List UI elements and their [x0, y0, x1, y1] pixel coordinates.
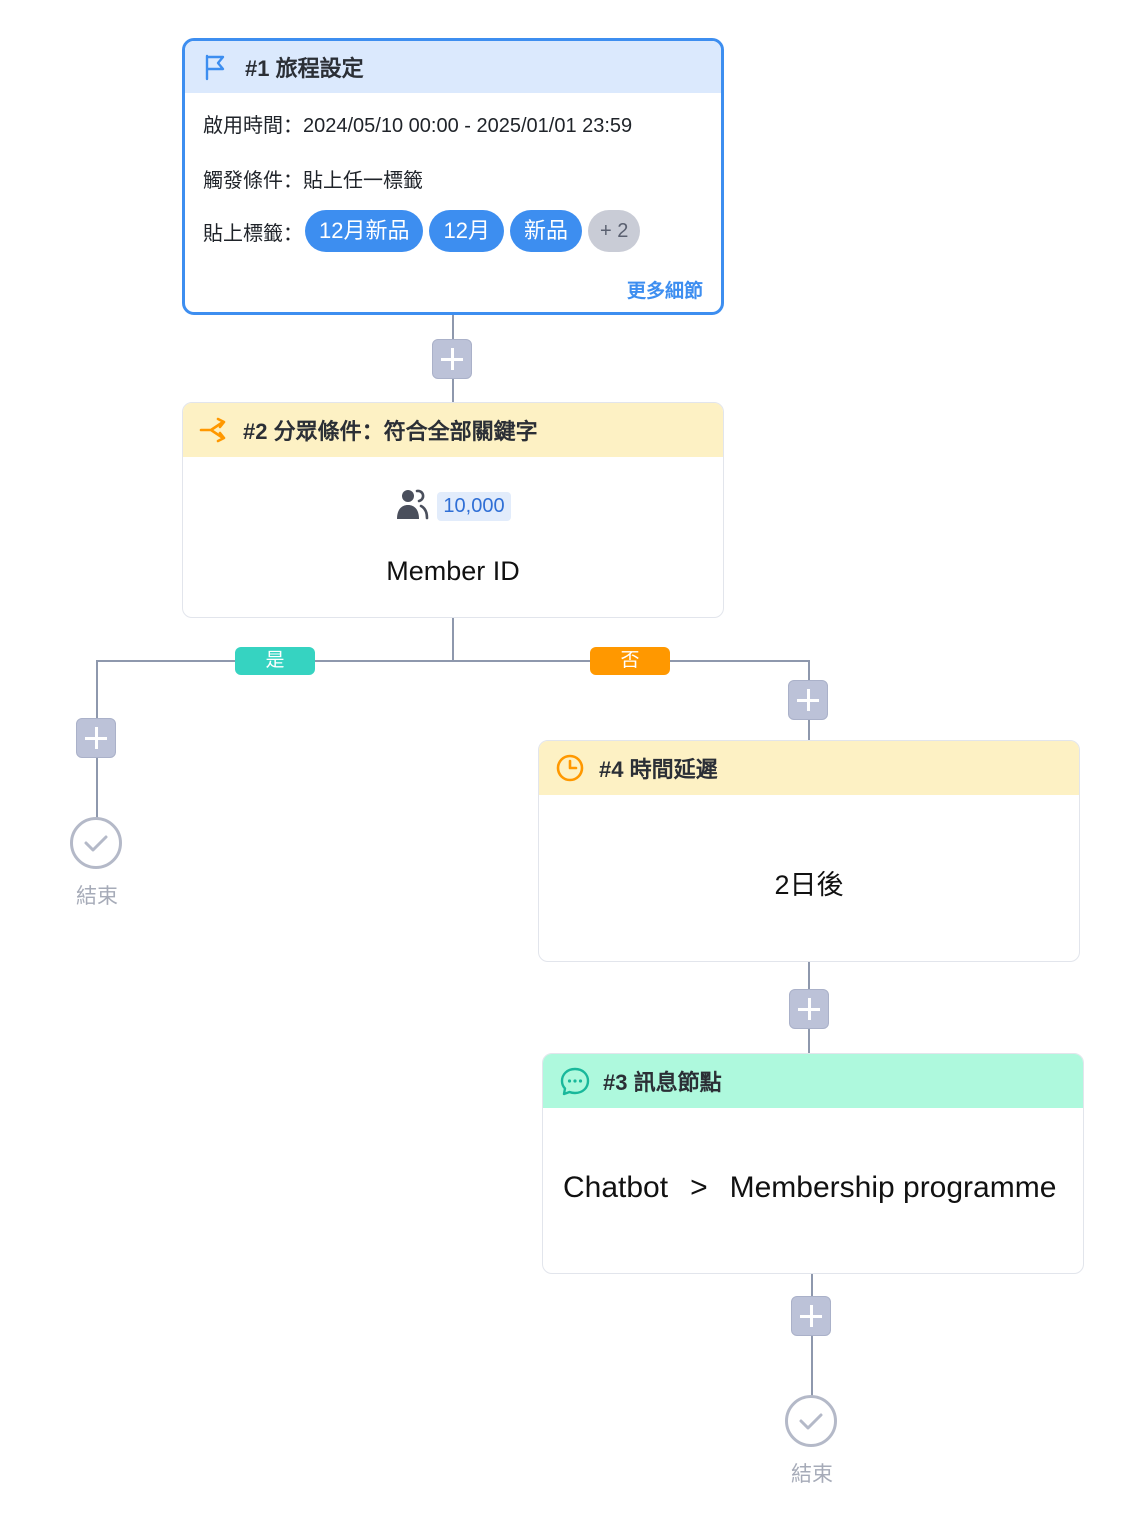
chat-bubble-icon [559, 1066, 590, 1096]
message-target: Membership programme [729, 1171, 1057, 1204]
add-node-button[interactable] [789, 989, 829, 1029]
card-header: #1 旅程設定 [185, 41, 721, 93]
journey-settings-card[interactable]: #1 旅程設定 啟用時間：2024/05/10 00:00 - 2025/01/… [182, 38, 724, 315]
time-delay-card[interactable]: #4 時間延遲 2日後 [538, 740, 1080, 962]
add-node-button[interactable] [432, 339, 472, 379]
audience-count: 10,000 [183, 487, 723, 526]
tag-chip[interactable]: 12月 [429, 210, 504, 252]
card-title: #4 時間延遲 [599, 757, 718, 782]
card-header: #4 時間延遲 [539, 741, 1079, 795]
add-node-button[interactable] [791, 1296, 831, 1336]
trigger-condition: 觸發條件：貼上任一標籤 [203, 170, 423, 192]
condition-field: Member ID [386, 556, 520, 586]
card-header: #2 分眾條件：符合全部關鍵字 [183, 403, 723, 457]
check-circle-icon [785, 1395, 837, 1447]
end-label: 結束 [791, 1463, 833, 1486]
tag-chip[interactable]: 12月新品 [305, 210, 424, 252]
check-circle-icon [70, 817, 122, 869]
connector [811, 1274, 813, 1398]
message-source: Chatbot [563, 1171, 669, 1204]
more-details-link[interactable]: 更多細節 [626, 281, 703, 302]
message-path: Chatbot > Membership programme [563, 1171, 1056, 1205]
card-title: #1 旅程設定 [245, 56, 364, 81]
connector [452, 618, 454, 662]
count-badge: 10,000 [437, 492, 511, 521]
tag-chip[interactable]: 新品 [509, 210, 582, 252]
connector [96, 660, 809, 662]
message-node-card[interactable]: #3 訊息節點 Chatbot > Membership programme [542, 1053, 1084, 1274]
card-title: #2 分眾條件：符合全部關鍵字 [243, 419, 538, 444]
branch-yes-label: 是 [235, 647, 315, 675]
more-tags-chip[interactable]: + 2 [587, 210, 641, 252]
tag-list: 貼上標籤： 12月新品 12月 新品 + 2 [203, 210, 646, 252]
branch-icon [199, 415, 229, 445]
flag-icon [201, 52, 231, 82]
tags-label: 貼上標籤： [203, 222, 303, 245]
clock-icon [555, 753, 585, 783]
users-icon [395, 487, 429, 526]
split-condition-card[interactable]: #2 分眾條件：符合全部關鍵字 10,000 Member ID [182, 402, 724, 618]
path-separator: > [690, 1171, 708, 1204]
branch-no-label: 否 [590, 647, 670, 675]
active-time: 啟用時間：2024/05/10 00:00 - 2025/01/01 23:59 [203, 115, 633, 137]
add-node-button[interactable] [788, 680, 828, 720]
card-header: #3 訊息節點 [543, 1054, 1083, 1108]
add-node-button[interactable] [76, 718, 116, 758]
delay-value: 2日後 [774, 870, 844, 900]
end-label: 結束 [76, 885, 118, 908]
card-title: #3 訊息節點 [603, 1070, 722, 1095]
